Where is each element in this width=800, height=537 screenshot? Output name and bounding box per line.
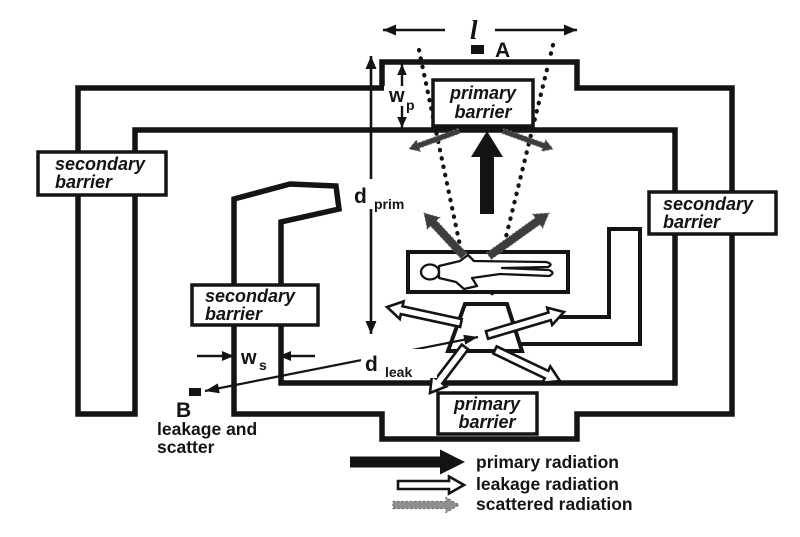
primary-barrier-bottom-line2: barrier	[458, 412, 516, 432]
beam-width-arrow-left-head	[383, 24, 396, 36]
dprim-dimension-arrow-head2	[365, 56, 377, 69]
inner-wall-right	[521, 227, 642, 346]
ws-label: w	[240, 347, 257, 369]
scattered-radiation-arrow-barrier-left	[408, 127, 461, 152]
legend-leakage-arrow	[396, 474, 467, 496]
leakage-radiation-arrow-down-left	[428, 342, 471, 396]
point-b-label: B	[176, 399, 191, 422]
legend-primary-label: primary radiation	[476, 452, 619, 472]
secondary-barrier-right-line1: secondary	[663, 194, 754, 214]
wp-label-bg	[384, 86, 420, 106]
scattered-radiation-arrow-barrier-right	[501, 127, 554, 152]
dprim-label-sub: prim	[374, 196, 404, 212]
secondary-barrier-left-line2: barrier	[55, 172, 113, 192]
arrow-layer	[197, 24, 577, 514]
dprim-dimension-arrow-head	[365, 321, 377, 334]
beam-width-arrow-right-head	[564, 24, 577, 36]
secondary-barrier-box-right-frame	[647, 190, 778, 236]
point-b-marker	[189, 388, 201, 396]
patient-head	[419, 263, 441, 281]
dleak-dimension-arrow-line	[204, 335, 479, 393]
primary-barrier-top-line2: barrier	[454, 102, 512, 122]
primary-barrier-bottom-line1: primary	[453, 394, 521, 414]
primary-barrier-box-bottom-frame	[436, 391, 539, 436]
primary-barrier-box-top-frame	[431, 78, 535, 128]
wp-label: w	[388, 85, 405, 107]
dleak-dimension-arrow-head2	[205, 383, 220, 394]
beam-edge-dotted-right	[488, 42, 556, 301]
primary-barrier-box-bottom: primary barrier	[436, 391, 539, 436]
primary-barrier-box-top: primary barrier	[431, 78, 535, 128]
leakage-radiation-arrow-up-right	[484, 305, 567, 341]
dleak-dimension-arrow-head	[463, 334, 478, 345]
legend-scattered-arrow	[392, 496, 461, 514]
ws-arrow-right-head	[279, 351, 291, 361]
dleak-label-sub: leak	[385, 364, 412, 380]
beam-width-label: l	[470, 15, 478, 45]
secondary-barrier-middle-line2: barrier	[205, 304, 263, 324]
leakage-radiation-arrow-up-left	[384, 299, 464, 329]
legend-primary-arrow	[350, 449, 465, 475]
point-a-label: A	[495, 39, 510, 62]
ws-label-sub: s	[259, 357, 267, 373]
point-b-caption-line1: leakage and	[157, 419, 257, 439]
wp-label-sub: p	[406, 97, 415, 113]
primary-radiation-arrow	[471, 131, 503, 214]
secondary-barrier-box-right: secondary barrier	[647, 190, 778, 236]
primary-barrier-top-line1: primary	[449, 83, 517, 103]
patient-figure	[437, 253, 554, 291]
scattered-radiation-arrow-up-left	[423, 212, 468, 260]
ws-arrow-left-head	[222, 351, 234, 361]
dprim-label: d	[354, 185, 367, 208]
scattered-radiation-arrow-up-right	[486, 212, 550, 261]
legend-leakage-label: leakage radiation	[476, 474, 619, 494]
dleak-label-bg	[361, 349, 437, 378]
dleak-label: d	[365, 353, 378, 376]
secondary-barrier-left-line1: secondary	[55, 154, 146, 174]
secondary-barrier-box-middle: secondary barrier	[190, 283, 320, 327]
wp-arrow-down-head	[397, 117, 407, 128]
secondary-barrier-box-left: secondary barrier	[36, 150, 168, 197]
secondary-barrier-middle-line1: secondary	[205, 286, 296, 306]
point-a-marker	[471, 45, 484, 54]
legend-scattered-label: scattered radiation	[476, 494, 633, 514]
secondary-barrier-right-line2: barrier	[663, 212, 721, 232]
point-b-caption-line2: scatter	[157, 437, 215, 457]
dprim-label-bg	[349, 179, 423, 209]
wp-arrow-up-head	[397, 64, 407, 75]
secondary-barrier-box-middle-frame	[190, 283, 320, 327]
leakage-radiation-arrow-down-right	[491, 344, 563, 385]
room-wall-outline	[75, 59, 735, 442]
secondary-barrier-box-left-frame	[36, 150, 168, 197]
